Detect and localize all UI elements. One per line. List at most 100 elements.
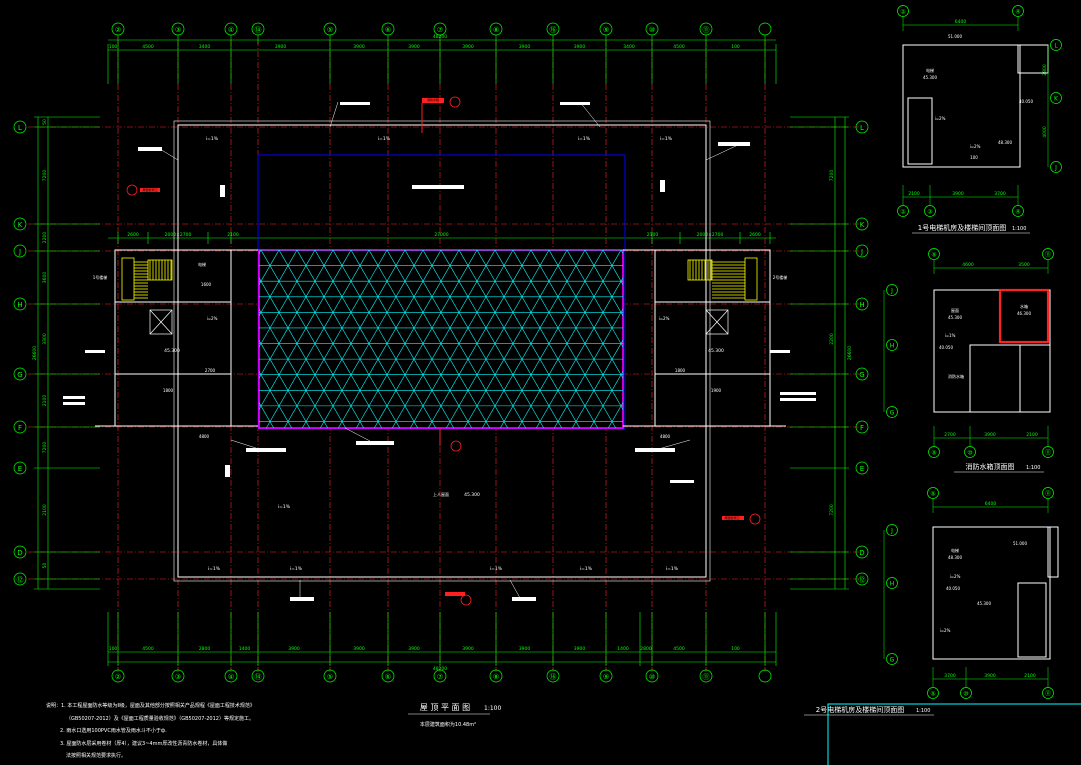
label-box xyxy=(770,350,790,353)
label-box xyxy=(660,180,665,192)
dim-text: 3900 xyxy=(519,646,531,652)
detail-title: 1号电梯机房及楼梯间顶面图 xyxy=(918,223,1006,232)
axis-bubble: H xyxy=(886,339,898,351)
axis-label: ⑧ xyxy=(493,26,499,34)
axis-label: J xyxy=(1054,165,1057,172)
axis-bubble xyxy=(758,669,772,683)
axis-bubble: K xyxy=(855,217,869,231)
axis-bubble: ⑨ xyxy=(599,22,613,44)
axis-bubble: E xyxy=(855,461,869,475)
axis-label: ③ xyxy=(175,26,181,34)
detail-label: 45.300 xyxy=(977,601,991,606)
axis-bubble: ⑧ xyxy=(489,22,503,44)
axis-bubble: ⑩ xyxy=(964,446,976,458)
slope-label: i=1% xyxy=(378,136,391,142)
title-block-border xyxy=(827,703,1081,765)
axis-label: H xyxy=(17,301,22,309)
dim-text: 27000 xyxy=(434,232,448,238)
slope-label: i=1% xyxy=(208,566,221,572)
axis-bubble: ③ xyxy=(171,22,185,44)
label-box xyxy=(220,185,225,197)
label-box xyxy=(780,392,816,395)
axis-bubble: ⑪ xyxy=(1042,248,1054,260)
dim-text: 2100 xyxy=(647,232,659,238)
red-detail-bubble xyxy=(749,513,761,525)
red-detail-bubble xyxy=(460,594,472,606)
dimension-lines xyxy=(34,39,849,666)
axis-bubble: G xyxy=(886,653,898,665)
axis-label: ⑥ xyxy=(385,673,391,681)
label-box xyxy=(63,396,85,399)
detail-label: 48.300 xyxy=(948,555,962,560)
axis-label: ⑨ xyxy=(603,26,609,34)
label-box xyxy=(246,448,286,452)
axis-label: J xyxy=(18,248,21,256)
dim-text: 3600 xyxy=(42,272,48,284)
detail-label: 40.050 xyxy=(939,345,953,350)
dim-text: 1400 xyxy=(617,646,629,652)
dim-text: 3900 xyxy=(275,44,287,50)
axis-label: ⑯ xyxy=(550,673,557,681)
plan-label: 4800 xyxy=(660,434,671,439)
axis-bubble: ⑨ xyxy=(927,487,939,499)
axis-label: ② xyxy=(115,673,121,681)
dim-text: 2800 xyxy=(199,646,211,652)
left-stair xyxy=(121,257,173,301)
upper-roof-outline xyxy=(257,154,626,430)
slope-label: i=1% xyxy=(278,504,291,510)
axis-label: K xyxy=(1054,96,1059,103)
slope-label: i=1% xyxy=(580,566,593,572)
axis-label: L xyxy=(1054,43,1058,50)
dim-text: 3700 xyxy=(994,191,1006,197)
slope-label: i=1% xyxy=(578,136,591,142)
dim-text: 100 xyxy=(109,44,118,50)
axis-label: ④ xyxy=(1015,9,1020,16)
axis-bubble: J xyxy=(886,524,898,536)
axis-label: ③ xyxy=(927,209,932,216)
left-elevator xyxy=(149,309,173,335)
dim-text: 26600 xyxy=(32,346,38,360)
detail-label: 100 xyxy=(970,155,978,160)
dim-text: 3900 xyxy=(574,44,586,50)
axis-label: J xyxy=(890,288,893,295)
axis-label: F xyxy=(860,424,864,432)
red-detail-bubble xyxy=(126,184,138,196)
water-tank-highlight xyxy=(998,288,1050,344)
detail-label: 48.300 xyxy=(998,140,1012,145)
detail-label: i=2% xyxy=(935,116,946,121)
axis-bubble: ⑥ xyxy=(381,22,395,44)
dim-text: 100 xyxy=(731,44,740,50)
slope-label: i=1% xyxy=(206,136,219,142)
axis-label: F xyxy=(18,424,22,432)
axis-label: ⑭ xyxy=(255,673,262,681)
axis-label: ⑨ xyxy=(603,673,609,681)
axis-bubble: J xyxy=(855,244,869,258)
note-line-5: 法按照相关规范要求执行。 xyxy=(66,753,127,759)
axis-label: H xyxy=(859,301,864,309)
elevation-label: 45.300 xyxy=(464,492,480,498)
axis-bubble: E xyxy=(13,461,27,475)
axis-label: ⑨ xyxy=(930,691,935,698)
axis-bubble: D xyxy=(855,545,869,559)
dim-text: 3900 xyxy=(353,646,365,652)
dim-text: 2800 xyxy=(640,646,652,652)
axis-bubble: ④ xyxy=(1012,5,1024,17)
axis-bubble: J xyxy=(1050,161,1062,173)
label-box xyxy=(356,441,394,445)
axis-label: ⑫ xyxy=(17,576,24,584)
axis-label: ⑪ xyxy=(1045,251,1051,259)
dim-text: 2800 xyxy=(1042,64,1048,76)
main-plan-scale: 1:100 xyxy=(484,705,501,712)
label-box xyxy=(560,102,590,105)
dim-text: 4500 xyxy=(673,44,685,50)
axis-bubble: ② xyxy=(897,5,909,17)
dim-text: 4600 xyxy=(962,262,974,268)
axis-label: ⑦ xyxy=(437,673,443,681)
dim-text: 100 xyxy=(731,646,740,652)
elevation-label: 45.300 xyxy=(164,348,180,354)
axis-bubble: ⑪ xyxy=(1042,446,1054,458)
dim-text: 6400 xyxy=(955,19,967,25)
